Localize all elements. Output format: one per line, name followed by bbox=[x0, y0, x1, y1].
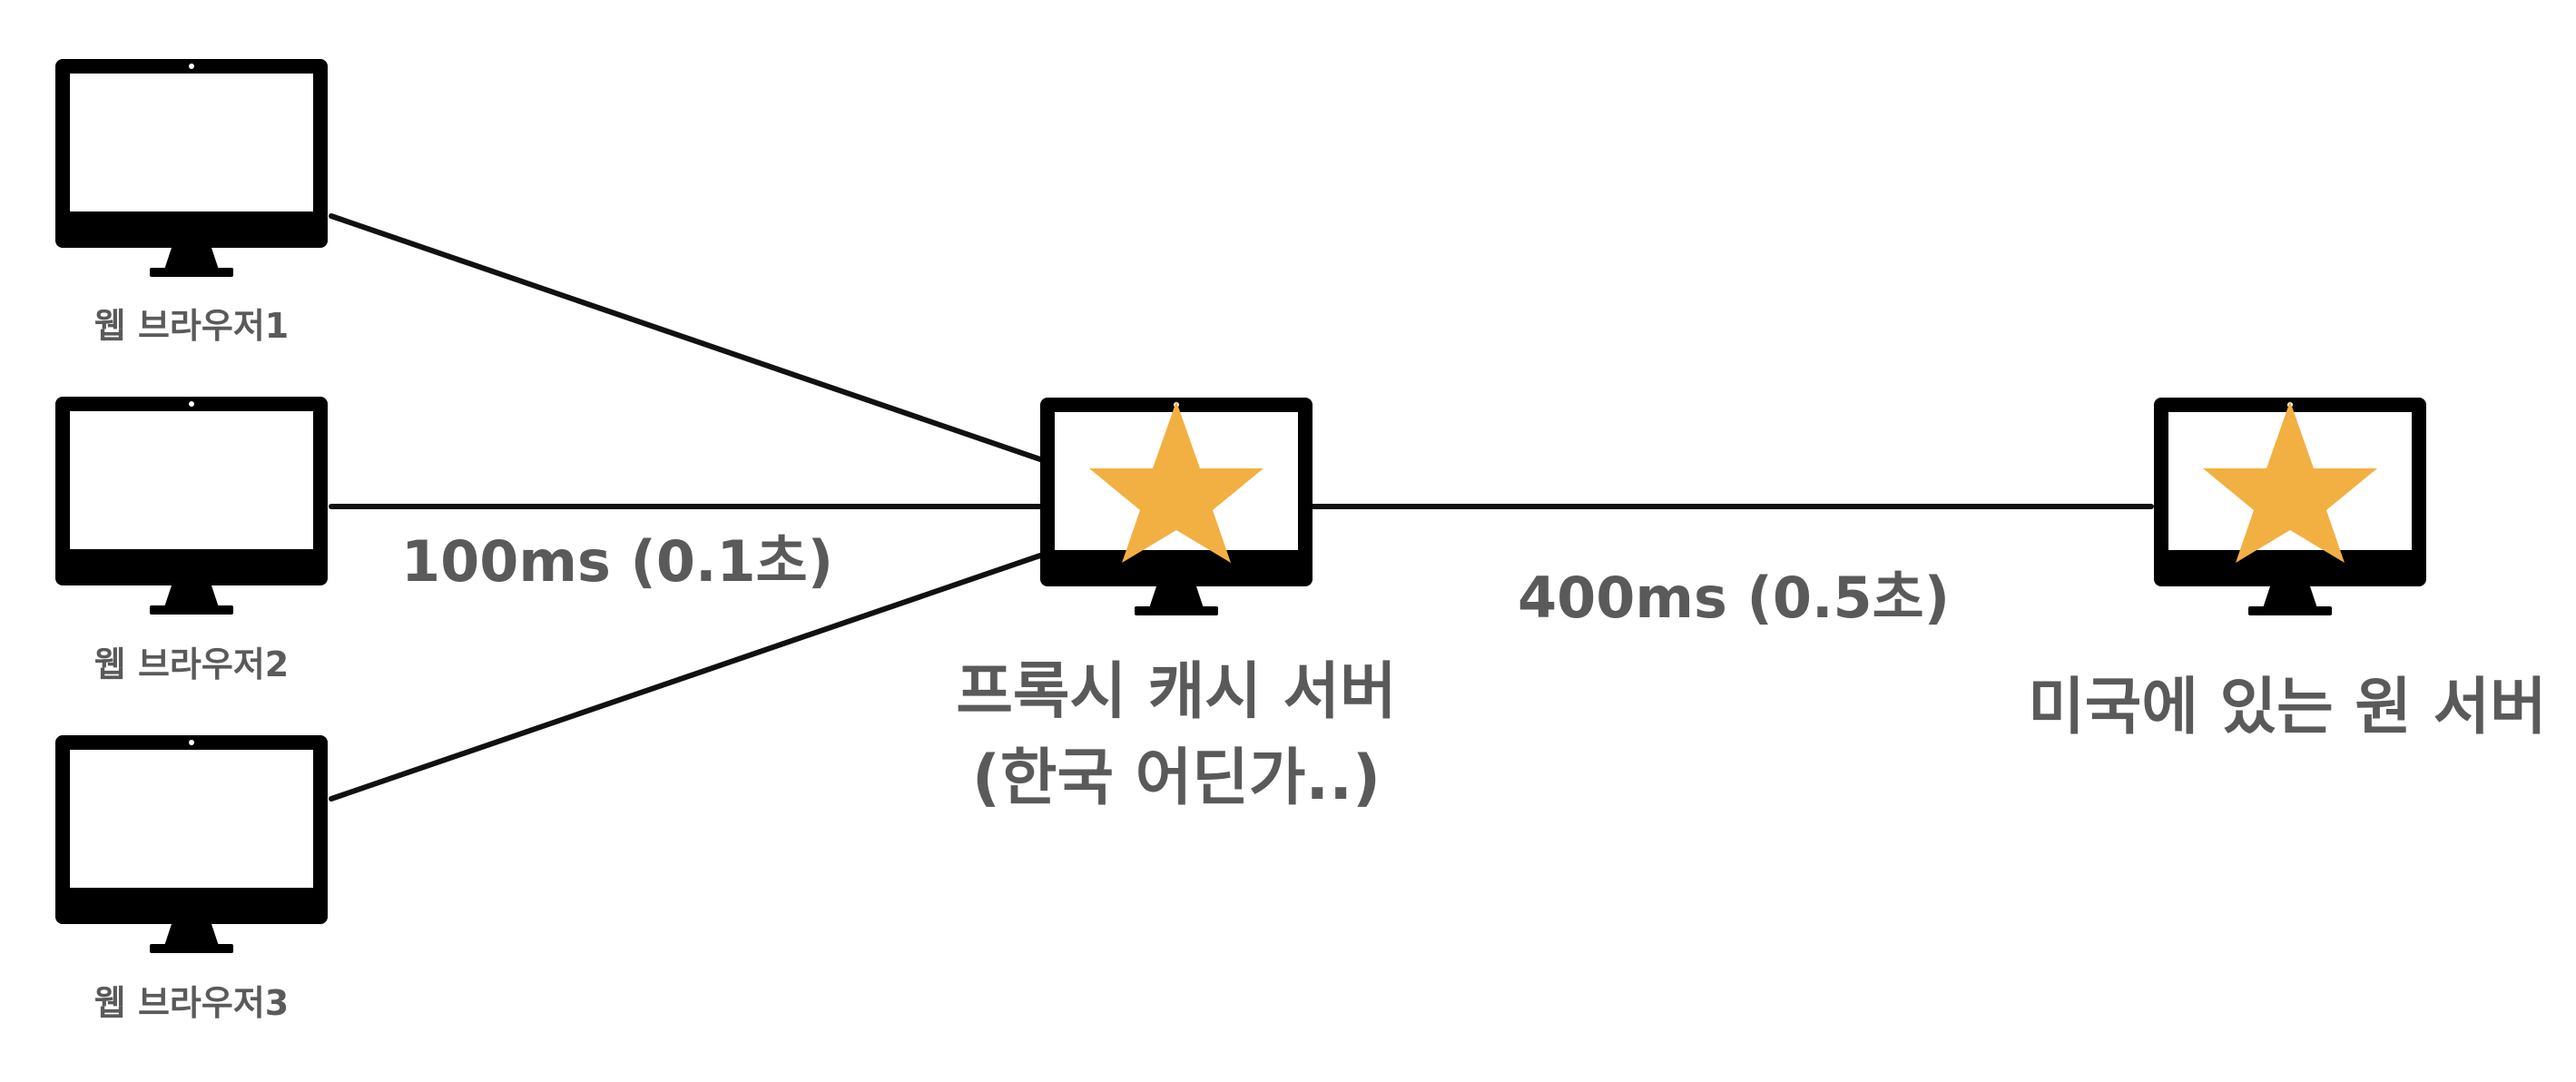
proxy-server-label-line1: 프록시 캐시 서버 bbox=[956, 656, 1396, 728]
browser-label: 웹 브라우저3 bbox=[94, 983, 289, 1023]
link-browser1-proxy bbox=[329, 213, 1043, 462]
browser-3: 웹 브라우저3 bbox=[55, 735, 328, 1023]
connections bbox=[329, 213, 2154, 802]
browser-label: 웹 브라우저2 bbox=[94, 644, 289, 684]
proxy-server: 프록시 캐시 서버 (한국 어딘가..) bbox=[956, 398, 1397, 814]
monitor-icon bbox=[55, 735, 328, 953]
star-icon bbox=[2203, 401, 2377, 563]
browser-1: 웹 브라우저1 bbox=[55, 59, 328, 346]
origin-server: 미국에 있는 원 서버 bbox=[2028, 398, 2547, 743]
proxy-server-label-line2: (한국 어딘가..) bbox=[972, 743, 1381, 814]
monitor-icon bbox=[55, 59, 328, 277]
origin-server-label: 미국에 있는 원 서버 bbox=[2028, 672, 2547, 743]
latency-browser-to-proxy: 100ms (0.1초) bbox=[401, 528, 833, 595]
latency-proxy-to-origin: 400ms (0.5초) bbox=[1518, 565, 1950, 631]
link-browser3-proxy bbox=[329, 553, 1043, 802]
monitor-icon bbox=[55, 397, 328, 615]
browser-label: 웹 브라우저1 bbox=[94, 306, 289, 346]
browser-2: 웹 브라우저2 bbox=[55, 397, 328, 684]
star-icon bbox=[1089, 401, 1263, 563]
